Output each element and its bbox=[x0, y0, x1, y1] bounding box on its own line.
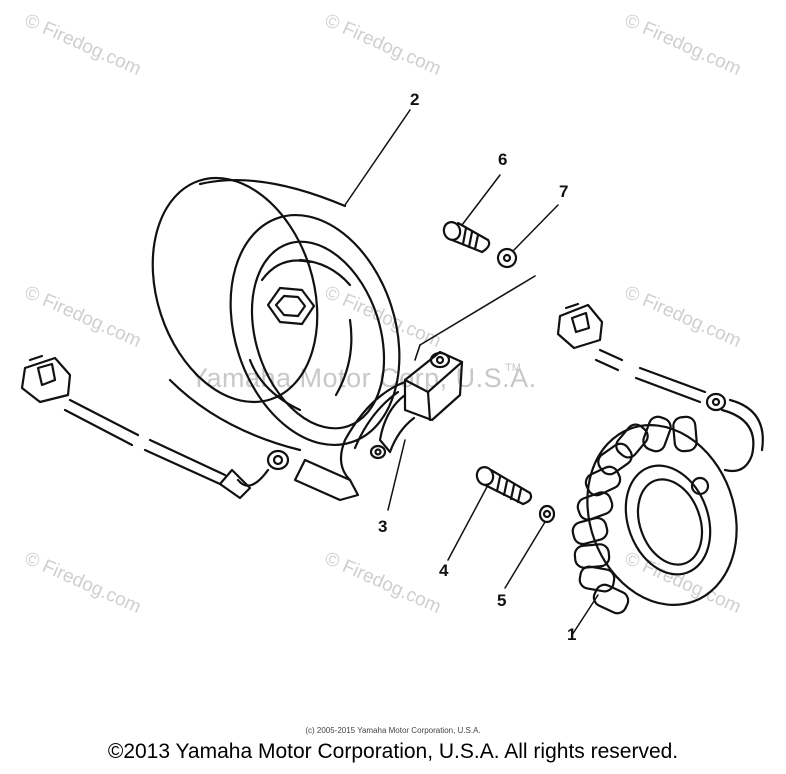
callout-1: 1 bbox=[567, 625, 577, 644]
bolt-6 bbox=[442, 221, 491, 254]
callout-7: 7 bbox=[559, 182, 569, 201]
callout-5: 5 bbox=[497, 591, 507, 610]
washer-5 bbox=[538, 504, 556, 524]
callout-6: 6 bbox=[498, 150, 508, 169]
trademark-mark: TM bbox=[505, 362, 521, 374]
flywheel-rotor bbox=[151, 176, 401, 452]
leader-lines bbox=[344, 109, 599, 636]
pickup-coil bbox=[20, 350, 464, 502]
screw-4 bbox=[475, 466, 533, 506]
footer-copyright: ©2013 Yamaha Motor Corporation, U.S.A. A… bbox=[107, 740, 679, 763]
callout-3: 3 bbox=[378, 517, 388, 536]
callout-2: 2 bbox=[410, 90, 420, 109]
stator bbox=[556, 302, 764, 615]
callout-4: 4 bbox=[439, 561, 449, 580]
small-copyright: (c) 2005-2015 Yamaha Motor Corporation, … bbox=[305, 726, 481, 735]
washer-7 bbox=[496, 247, 518, 269]
